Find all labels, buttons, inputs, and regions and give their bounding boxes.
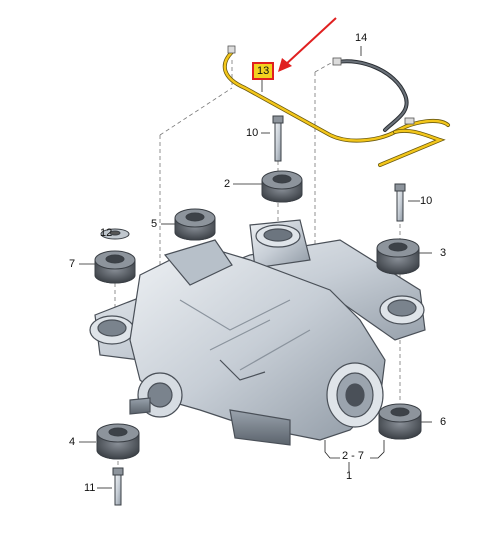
bolt-10-right: [394, 183, 406, 222]
vent-hose-14: [332, 57, 415, 132]
callout-10-right: 10: [420, 195, 433, 207]
mount-7: [94, 250, 136, 284]
mount-3: [376, 238, 420, 275]
mount-4: [96, 423, 140, 460]
mount-6: [378, 403, 422, 440]
callout-11: 11: [84, 482, 96, 494]
differential-housing: [129, 239, 386, 446]
mount-2: [261, 170, 303, 203]
callout-2: 2: [224, 178, 231, 190]
callout-12: 12: [100, 227, 113, 239]
callout-6: 6: [440, 416, 447, 428]
callout-13: 13: [252, 62, 275, 80]
mount-5: [174, 208, 216, 241]
callout-10-left: 10: [246, 127, 259, 139]
callout-5: 5: [151, 218, 158, 230]
breather-hose-13: [222, 45, 450, 167]
callout-1: 1: [346, 470, 353, 482]
callout-14: 14: [355, 32, 368, 44]
callout-2-7: 2 - 7: [342, 450, 365, 462]
highlight-arrow: [278, 17, 337, 72]
callout-3: 3: [440, 247, 447, 259]
callout-4: 4: [69, 436, 76, 448]
callout-7: 7: [69, 258, 76, 270]
bolt-11: [112, 467, 124, 506]
washer-12: [100, 228, 130, 240]
bolt-10-left: [272, 115, 284, 162]
